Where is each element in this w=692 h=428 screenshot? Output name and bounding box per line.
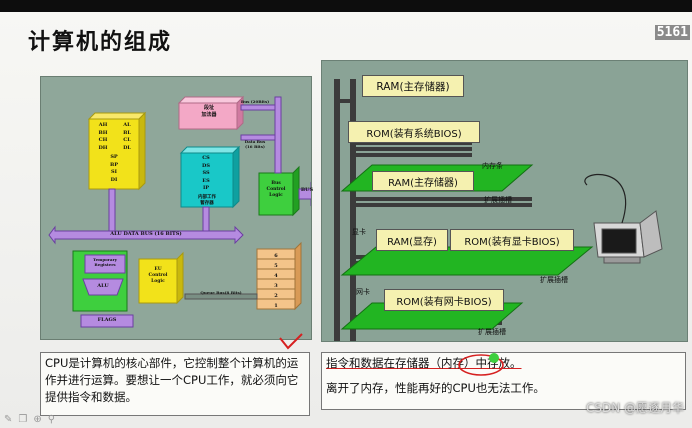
general-registers-labels-left: AH BH CH DH [98, 122, 108, 151]
presentation-toolbar: ✎ ❐ ⊕ ⚲ [0, 412, 124, 426]
window-top-bar [0, 0, 692, 12]
pen-tool-icon[interactable]: ✎ [4, 413, 13, 425]
expansion-slot-label-3: 扩展插槽 [478, 328, 506, 336]
eu-control-logic-block [138, 251, 184, 305]
alu-label: ALU [97, 283, 109, 289]
monitor-icon [584, 173, 663, 264]
memory-stick-label: 内存条 [482, 162, 503, 170]
network-card-label: 网卡 [356, 288, 370, 296]
hardware-diagram: RAM(主存储器) ROM(装有系统BIOS) 内存条 RAM(主存储器) 扩展… [321, 60, 688, 342]
address-adder-block [177, 95, 245, 131]
ram-main-box: RAM(主存储器) [362, 75, 464, 97]
slide-number: 5161 [654, 25, 690, 40]
expansion-slot-label-2: 扩展插槽 [540, 276, 568, 284]
segment-register-labels: CS DS SS ES IP [202, 155, 210, 192]
alu-data-bus-arrow [48, 225, 244, 245]
ram-main-box-2: RAM(主存储器) [372, 171, 474, 191]
flags-block [80, 314, 134, 328]
memory-description-box: 指令和数据在存储器（内存）中存放。 离开了内存，性能再好的CPU也无法工作。 [321, 352, 686, 410]
bus-control-logic-block [258, 165, 300, 217]
ram-vram-box: RAM(显存) [376, 229, 448, 251]
queue-bus-label: Queue Bus(8 Bits) [200, 290, 242, 295]
zoom-icon[interactable]: ⊕ [33, 413, 42, 425]
segment-registers-block [179, 145, 241, 209]
copy-icon[interactable]: ❐ [18, 413, 28, 425]
segment-adder-label: 段址 加法器 [201, 105, 217, 118]
rom-vga-bios-box: ROM(装有显卡BIOS) [450, 229, 574, 251]
cpu-description-text: CPU是计算机的核心部件，它控制整个计算机的运作并进行运算。要想让一个CPU工作… [40, 352, 310, 416]
rom-nic-bios-box: ROM(装有网卡BIOS) [384, 289, 504, 311]
temp-registers-label: Temporary Registers [93, 257, 117, 267]
flags-label: FLAGS [97, 317, 117, 323]
instruction-queue-block [256, 241, 302, 311]
expansion-slot-label-1: 扩展插槽 [484, 196, 512, 204]
alu-block [72, 250, 128, 312]
general-registers-labels-right: AL BL CL DL [123, 122, 131, 151]
bus-control-logic-label: Bus Control Logic [266, 181, 286, 198]
data-bus-16-label: Data Bus (16 Bits) [244, 139, 266, 149]
bus-20bits-label: Bus (20Bits) [240, 99, 270, 104]
csdn-watermark: CSDN @愿逐月华 [585, 401, 684, 415]
memory-description-line-1: 指令和数据在存储器（内存）中存放。 [326, 356, 522, 370]
search-icon[interactable]: ⚲ [47, 413, 56, 425]
slide-title: 计算机的组成 [28, 30, 173, 55]
cpu-diagram-svg [48, 95, 311, 328]
internal-regs-label: 内部工作 暂存器 [198, 195, 216, 206]
bus-arrow [298, 181, 311, 207]
red-checkmark-annotation [279, 333, 303, 350]
eu-control-logic-label: EU Control Logic [148, 267, 168, 284]
memory-description-line-2: 离开了内存，性能再好的CPU也无法工作。 [326, 381, 545, 395]
queue-slot-numbers: 6 5 4 3 2 1 [274, 253, 278, 309]
bus-label: BUS [300, 187, 314, 193]
cpu-architecture-diagram: AH BH CH DH AL BL CL DL SP BP SI DI CS D… [40, 76, 313, 340]
red-circle-annotation [458, 353, 504, 376]
pointer-registers-labels: SP BP SI DI [110, 154, 118, 183]
display-card-label: 显卡 [352, 228, 366, 236]
alu-data-bus-label: ALU DATA BUS (16 BITS) [110, 231, 182, 237]
rom-system-bios-box: ROM(装有系统BIOS) [348, 121, 480, 143]
